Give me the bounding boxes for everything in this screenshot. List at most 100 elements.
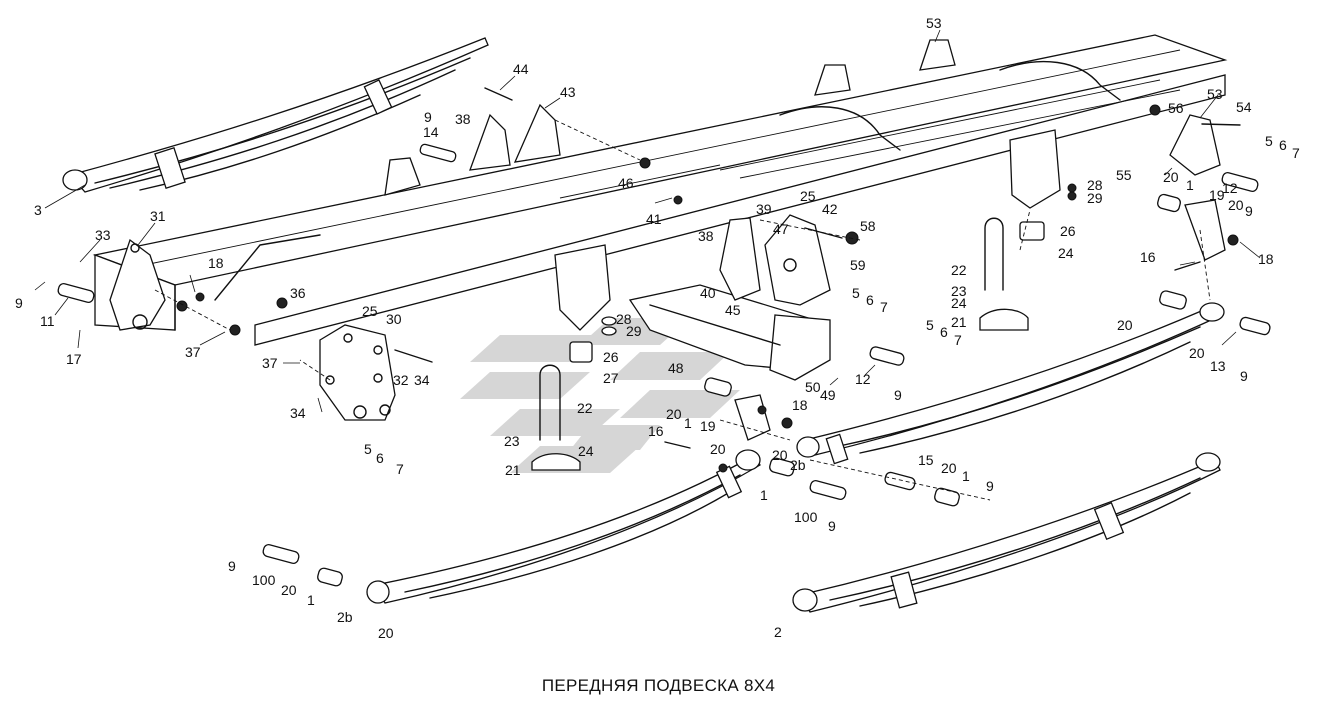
label-24: 24: [1058, 245, 1074, 261]
label-24: 24: [951, 295, 967, 311]
label-1: 1: [1186, 177, 1194, 193]
label-44: 44: [513, 61, 529, 77]
label-34: 34: [414, 372, 430, 388]
label-45: 45: [725, 302, 741, 318]
label-33: 33: [95, 227, 111, 243]
label-3: 3: [34, 202, 42, 218]
label-20: 20: [1163, 169, 1179, 185]
label-27: 27: [603, 370, 619, 386]
plate-25-left: [319, 324, 396, 421]
label-6: 6: [1279, 137, 1287, 153]
label-47: 47: [773, 221, 789, 237]
label-39: 39: [756, 201, 772, 217]
label-40: 40: [700, 285, 716, 301]
shackle-19-center: [734, 394, 771, 441]
label-7: 7: [954, 332, 962, 348]
label-58: 58: [860, 218, 876, 234]
label-100: 100: [252, 572, 276, 588]
part-labels: 53 44 43 38 9 14 3 46 41 31 33 18 9 11 3…: [15, 15, 1300, 641]
label-28: 28: [1087, 177, 1103, 193]
leaf-spring-3: [62, 37, 489, 193]
bracket-31: [109, 238, 166, 331]
label-38: 38: [698, 228, 714, 244]
label-14: 14: [423, 124, 439, 140]
label-55: 55: [1116, 167, 1132, 183]
label-53: 53: [1207, 86, 1223, 102]
label-50: 50: [805, 379, 821, 395]
label-100: 100: [794, 509, 818, 525]
label-16: 16: [1140, 249, 1156, 265]
bracket-38-43: [384, 39, 956, 196]
label-12: 12: [855, 371, 871, 387]
label-7: 7: [396, 461, 404, 477]
label-19: 19: [1209, 187, 1225, 203]
label-9: 9: [15, 295, 23, 311]
label-18: 18: [792, 397, 808, 413]
leader-lines: [34, 29, 1261, 413]
bracket-53-right: [1169, 114, 1226, 261]
label-15: 15: [918, 452, 934, 468]
label-21: 21: [951, 314, 967, 330]
label-20: 20: [710, 441, 726, 457]
label-1: 1: [760, 487, 768, 503]
label-2b: 2b: [337, 609, 353, 625]
label-20: 20: [1189, 345, 1205, 361]
label-13: 13: [1210, 358, 1226, 374]
label-20: 20: [941, 460, 957, 476]
label-43: 43: [560, 84, 576, 100]
label-22: 22: [951, 262, 967, 278]
label-38: 38: [455, 111, 471, 127]
label-31: 31: [150, 208, 166, 224]
label-23: 23: [951, 283, 967, 299]
label-41: 41: [646, 211, 662, 227]
label-19: 19: [700, 418, 716, 434]
label-32: 32: [393, 372, 409, 388]
label-17: 17: [66, 351, 82, 367]
label-20: 20: [378, 625, 394, 641]
label-18: 18: [208, 255, 224, 271]
label-18: 18: [1258, 251, 1274, 267]
label-1: 1: [962, 468, 970, 484]
label-9: 9: [986, 478, 994, 494]
label-37: 37: [262, 355, 278, 371]
label-26: 26: [1060, 223, 1076, 239]
label-25: 25: [800, 188, 816, 204]
label-21: 21: [505, 462, 521, 478]
label-11: 11: [40, 313, 55, 329]
label-20: 20: [1117, 317, 1133, 333]
label-34: 34: [290, 405, 306, 421]
bracket-right-frame: [1009, 129, 1061, 209]
bracket-center-left: [554, 244, 617, 363]
label-5: 5: [852, 285, 860, 301]
label-59: 59: [850, 257, 866, 273]
label-9: 9: [894, 387, 902, 403]
label-6: 6: [940, 324, 948, 340]
label-2: 2: [774, 624, 782, 640]
label-37: 37: [185, 344, 201, 360]
label-49: 49: [820, 387, 836, 403]
label-20: 20: [772, 447, 788, 463]
leaf-spring-2b-lower: [366, 449, 761, 604]
diagram-caption: ПЕРЕДНЯЯ ПОДВЕСКА 8Х4: [541, 676, 776, 695]
label-5: 5: [364, 441, 372, 457]
label-29: 29: [626, 323, 642, 339]
label-42: 42: [822, 201, 838, 217]
label-56: 56: [1168, 100, 1184, 116]
label-9: 9: [424, 109, 432, 125]
label-9: 9: [1240, 368, 1248, 384]
label-28: 28: [616, 311, 632, 327]
label-7: 7: [1292, 145, 1300, 161]
label-7: 7: [880, 299, 888, 315]
label-48: 48: [668, 360, 684, 376]
label-24: 24: [578, 443, 594, 459]
label-9: 9: [828, 518, 836, 534]
label-20: 20: [666, 406, 682, 422]
crossmember-48: [628, 284, 831, 381]
leaf-spring-2b-upper: [796, 302, 1225, 465]
pins-and-bolts: [57, 87, 1271, 587]
label-30: 30: [386, 311, 402, 327]
label-6: 6: [376, 450, 384, 466]
bracket-38-42-47: [719, 214, 831, 306]
label-53: 53: [926, 15, 942, 31]
